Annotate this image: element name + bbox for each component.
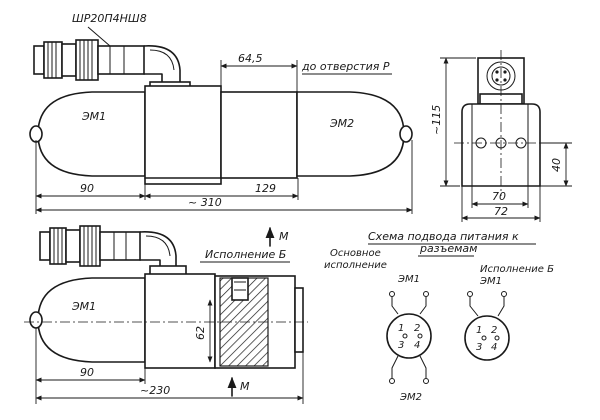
svg-text:90: 90 xyxy=(80,182,94,195)
side-view: ~115 40 70 72 xyxy=(430,50,572,222)
svg-text:64,5: 64,5 xyxy=(238,52,263,65)
connector-leader xyxy=(87,26,111,47)
connector-plug-bottom xyxy=(39,225,187,277)
section-arrow-top: М xyxy=(265,226,289,247)
svg-text:4: 4 xyxy=(414,340,420,351)
em2-label-top: ЭМ2 xyxy=(329,117,354,130)
dim-64-5: 64,5 xyxy=(220,52,298,92)
basic-variant-label-1: Основное xyxy=(330,248,381,259)
solenoid-body-bottom xyxy=(29,273,304,369)
wiring-em1-right: ЭМ1 xyxy=(479,276,502,287)
em1-label-bottom: ЭМ1 xyxy=(71,300,96,313)
svg-text:4: 4 xyxy=(491,342,497,353)
svg-text:2: 2 xyxy=(414,323,420,334)
to-port-label: до отверстия Р xyxy=(301,60,390,73)
connector-plug-top xyxy=(33,39,191,93)
dim-115: ~115 xyxy=(430,105,443,135)
variant-b-title: Исполнение Б xyxy=(205,248,286,261)
wiring-title-line1: Схема подвода питания к xyxy=(368,230,519,243)
dim-40: 40 xyxy=(550,158,563,172)
svg-text:~230: ~230 xyxy=(140,384,170,397)
svg-text:М: М xyxy=(240,380,250,393)
em1-label-top: ЭМ1 xyxy=(81,110,106,123)
wiring-scheme: Схема подвода питания к разъемам Основно… xyxy=(324,230,554,403)
svg-text:90: 90 xyxy=(80,366,94,379)
wiring-em1-left: ЭМ1 xyxy=(397,274,420,285)
dim-72: 72 xyxy=(494,205,508,218)
basic-variant-label-2: исполнение xyxy=(324,260,387,271)
svg-text:3: 3 xyxy=(398,340,404,351)
wiring-em2-left: ЭМ2 xyxy=(399,392,422,403)
svg-text:1: 1 xyxy=(398,323,404,334)
solenoid-body-top xyxy=(29,85,413,185)
dim-90-129: 90 129 xyxy=(35,140,299,214)
connector-label: ШР20П4НШ8 xyxy=(72,12,147,25)
svg-text:~ 310: ~ 310 xyxy=(188,196,222,209)
section-arrow-bottom: М xyxy=(227,376,250,397)
top-view: ШР20П4НШ8 ЭМ1 ЭМ2 64,5 до отверстия Р xyxy=(29,12,413,247)
variant-b-wiring-label: Исполнение Б xyxy=(480,264,554,275)
dim-310: ~ 310 xyxy=(35,140,413,214)
dim-62: 62 xyxy=(194,299,213,363)
dim-70: 70 xyxy=(492,190,506,203)
svg-text:М: М xyxy=(279,230,289,243)
wiring-basic: ЭМ1 1 2 3 4 ЭМ2 xyxy=(386,274,432,403)
dim-90-bottom: 90 xyxy=(35,328,146,404)
svg-text:2: 2 xyxy=(491,325,497,336)
wiring-title-line2: разъемам xyxy=(419,242,477,255)
dim-230: ~230 xyxy=(35,352,304,404)
svg-text:62: 62 xyxy=(194,326,207,340)
svg-text:129: 129 xyxy=(255,182,276,195)
svg-text:3: 3 xyxy=(476,342,482,353)
bottom-view: Исполнение Б ЭМ1 62 90 xyxy=(24,225,308,404)
wiring-variant-b: ЭМ1 1 2 3 4 xyxy=(464,276,510,361)
svg-text:1: 1 xyxy=(476,325,482,336)
